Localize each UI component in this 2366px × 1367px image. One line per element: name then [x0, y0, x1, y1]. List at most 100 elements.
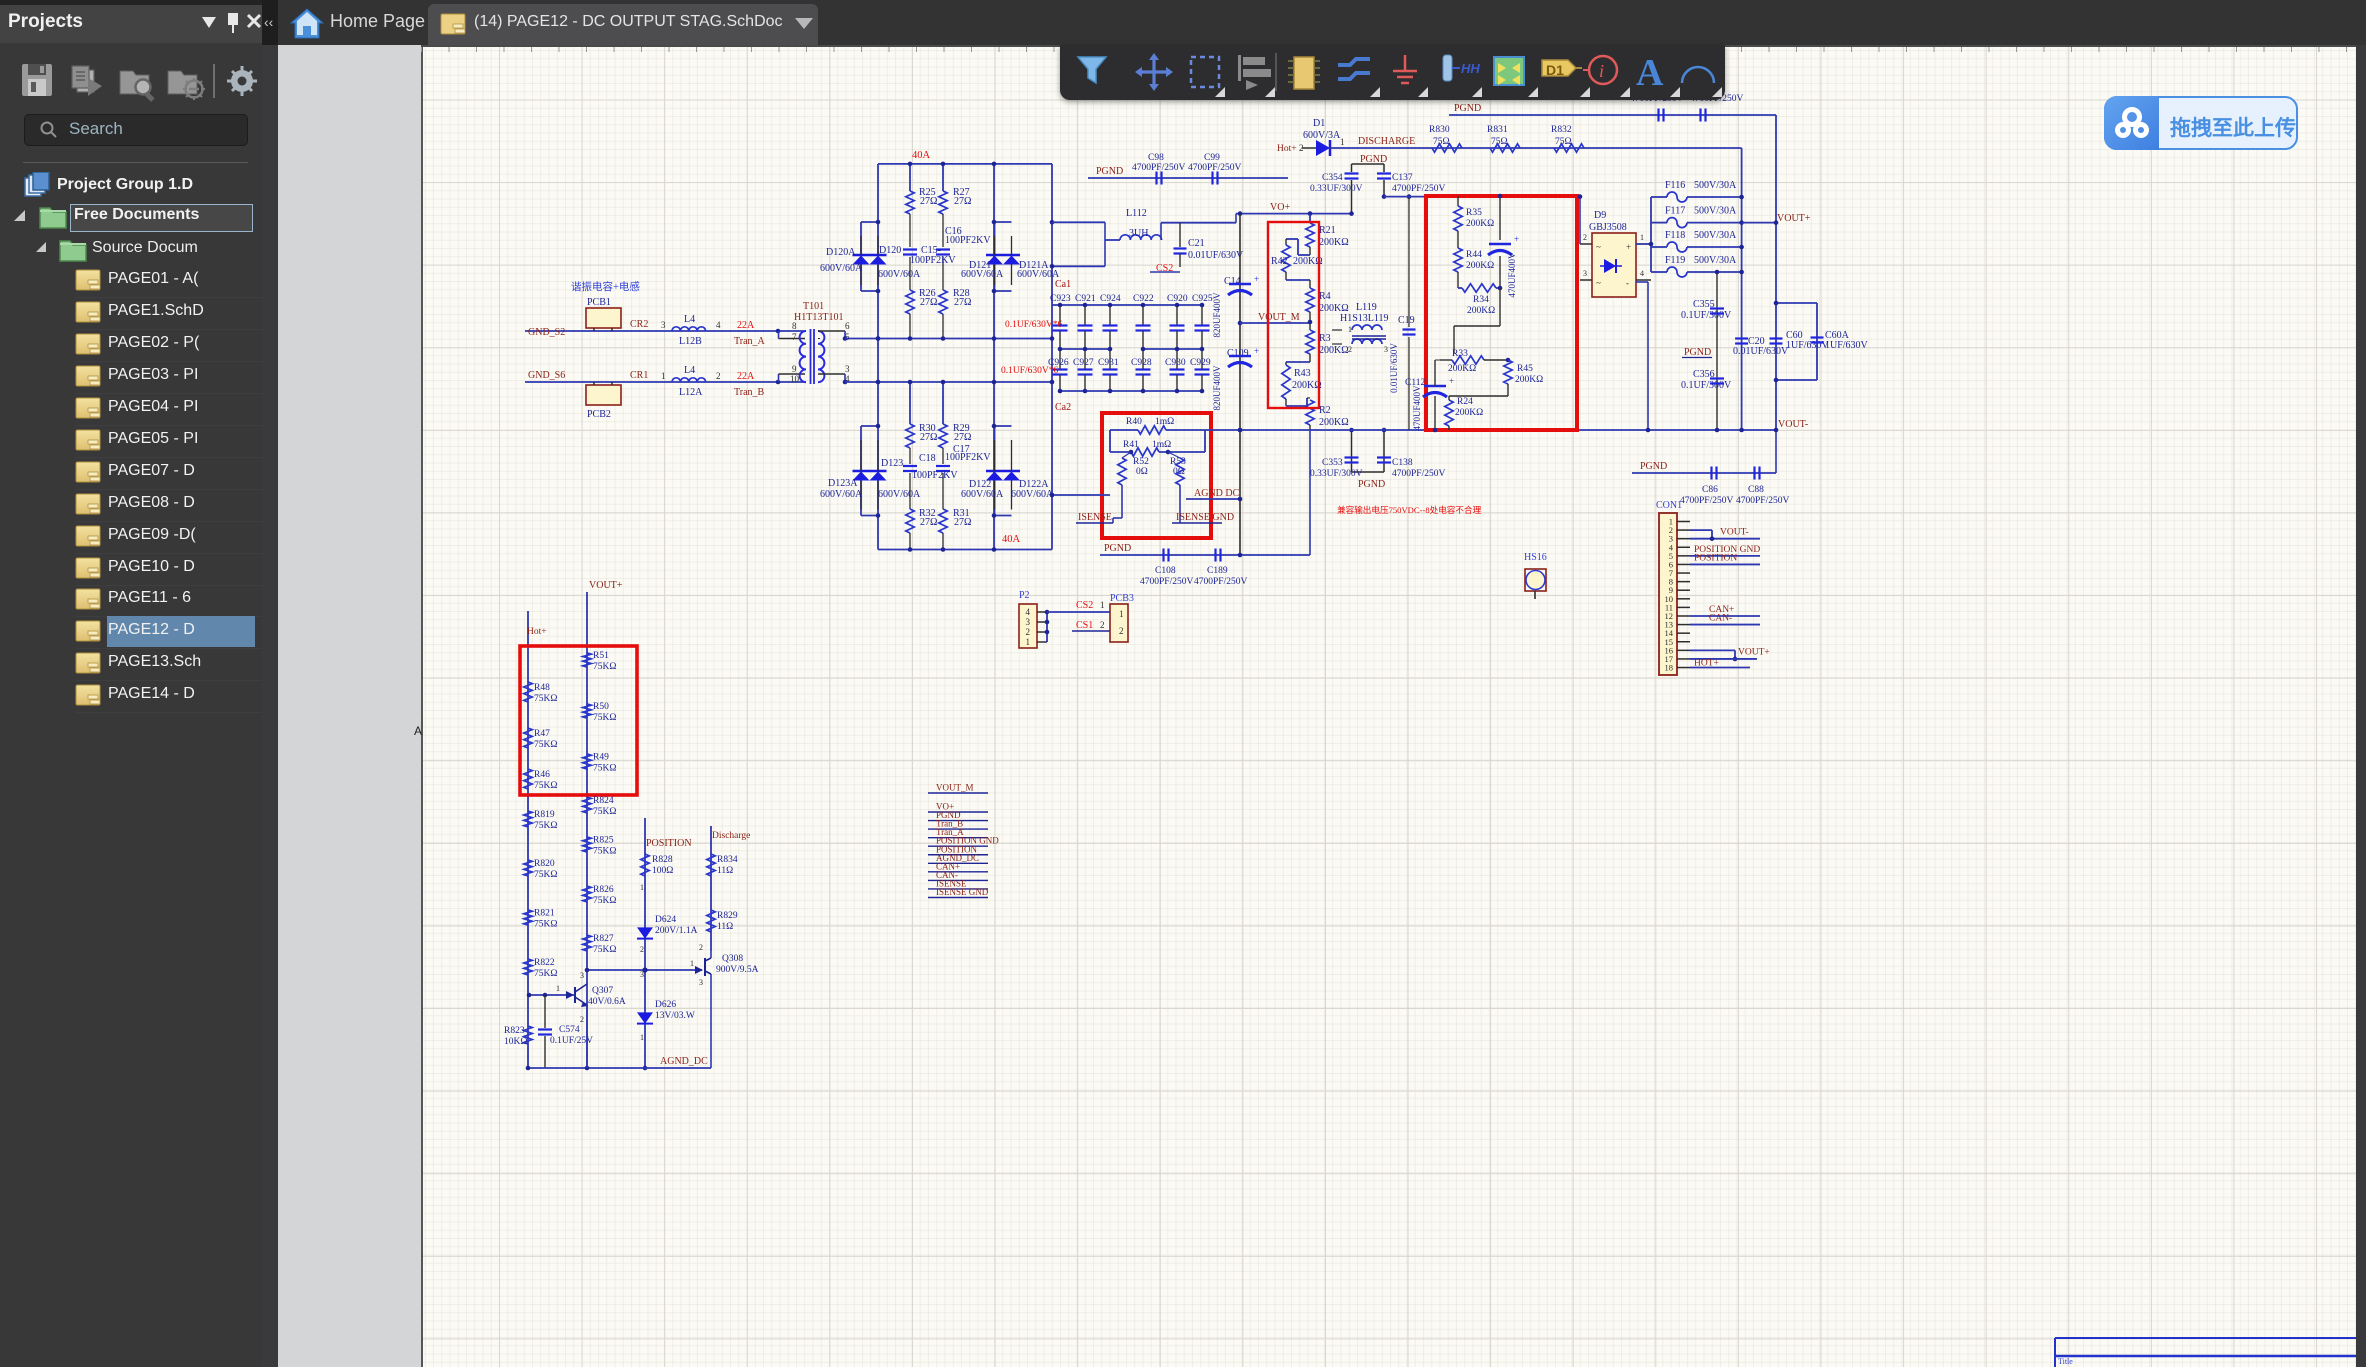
svg-text:4700PF/250V: 4700PF/250V [1680, 496, 1733, 506]
svg-text:27Ω: 27Ω [920, 196, 937, 207]
svg-text:R819: R819 [534, 810, 555, 820]
svg-text:Tran_A: Tran_A [936, 827, 964, 837]
svg-text:R4: R4 [1319, 291, 1331, 302]
svg-text:600V/3A: 600V/3A [1303, 130, 1341, 141]
svg-text:600V/60A: 600V/60A [1017, 269, 1060, 280]
svg-text:C112: C112 [1405, 378, 1425, 388]
svg-text:D121: D121 [969, 260, 991, 271]
svg-text:L112: L112 [1126, 208, 1147, 219]
svg-text:2: 2 [1026, 627, 1031, 637]
svg-text:C189: C189 [1207, 566, 1228, 576]
svg-text:VOUT+: VOUT+ [1738, 647, 1770, 657]
svg-text:75KΩ: 75KΩ [593, 847, 616, 857]
svg-text:C19: C19 [1398, 315, 1415, 326]
svg-text:C353: C353 [1322, 458, 1343, 468]
svg-text:F119: F119 [1665, 255, 1685, 266]
svg-text:820UF400V: 820UF400V [1212, 365, 1222, 411]
svg-text:HS16: HS16 [1524, 552, 1547, 563]
svg-text:0.01UF/630V: 0.01UF/630V [1733, 346, 1789, 357]
svg-text:0.01UF/630V: 0.01UF/630V [1188, 250, 1244, 261]
svg-text:0.01UF/630V: 0.01UF/630V [1389, 343, 1399, 393]
svg-text:R31: R31 [953, 508, 970, 519]
svg-text:兼容输出电压750VDC--8处电容不合理: 兼容输出电压750VDC--8处电容不合理 [1337, 504, 1482, 515]
svg-text:CS1: CS1 [1076, 620, 1093, 631]
svg-text:R30: R30 [919, 423, 936, 434]
svg-text:VOUT-: VOUT- [1720, 528, 1749, 538]
svg-text:75KΩ: 75KΩ [593, 764, 616, 774]
svg-text:470UF400V: 470UF400V [1412, 385, 1422, 431]
svg-text:R32: R32 [919, 508, 936, 519]
svg-text:ISENSE GND: ISENSE GND [1176, 512, 1234, 523]
svg-text:C138: C138 [1392, 458, 1413, 468]
svg-text:D1: D1 [1313, 118, 1325, 129]
svg-text:Q307: Q307 [592, 986, 613, 996]
svg-text:GND_S2: GND_S2 [528, 327, 565, 338]
svg-text:R27: R27 [953, 187, 970, 198]
svg-text:ISENSE GND: ISENSE GND [936, 887, 989, 897]
svg-text:2: 2 [699, 943, 703, 952]
svg-text:HOT+: HOT+ [1694, 659, 1719, 669]
svg-text:13: 13 [1665, 620, 1674, 630]
svg-text:C574: C574 [559, 1025, 580, 1035]
svg-text:D122A: D122A [1019, 479, 1049, 490]
svg-text:4700PF/250V: 4700PF/250V [1132, 163, 1185, 173]
svg-text:R829: R829 [717, 911, 738, 921]
svg-text:10: 10 [1665, 594, 1674, 604]
svg-text:0.1UF/300V: 0.1UF/300V [1681, 310, 1732, 321]
svg-text:R42: R42 [1271, 256, 1288, 267]
svg-text:2: 2 [1299, 143, 1304, 153]
svg-text:R823: R823 [504, 1026, 525, 1036]
svg-text:C922: C922 [1133, 294, 1154, 304]
svg-text:75KΩ: 75KΩ [534, 920, 557, 930]
svg-text:D121A: D121A [1019, 260, 1049, 271]
svg-text:C355: C355 [1693, 299, 1715, 310]
svg-text:200KΩ: 200KΩ [1448, 364, 1476, 374]
svg-text:CAN+: CAN+ [1709, 605, 1734, 615]
svg-text:R50: R50 [593, 702, 609, 712]
svg-text:1: 1 [1340, 137, 1345, 147]
svg-text:R821: R821 [534, 909, 555, 919]
svg-text:2: 2 [1100, 620, 1105, 630]
svg-text:75KΩ: 75KΩ [593, 662, 616, 672]
svg-text:75Ω: 75Ω [1491, 137, 1508, 147]
svg-text:75KΩ: 75KΩ [534, 870, 557, 880]
svg-text:+: + [1514, 234, 1519, 244]
svg-text:C920: C920 [1167, 294, 1188, 304]
svg-text:ISENSE: ISENSE [1078, 512, 1112, 523]
svg-text:0.1UF/300V: 0.1UF/300V [1681, 380, 1732, 391]
svg-text:Hot+: Hot+ [527, 627, 547, 637]
svg-text:L12A: L12A [679, 387, 703, 398]
svg-text:C98: C98 [1148, 153, 1164, 163]
svg-text:R832: R832 [1551, 125, 1572, 135]
svg-text:C927: C927 [1073, 358, 1094, 368]
svg-text:D624: D624 [655, 915, 676, 925]
svg-text:1: 1 [661, 371, 666, 381]
svg-text:C929: C929 [1190, 358, 1211, 368]
svg-text:2: 2 [1583, 233, 1587, 242]
svg-text:R43: R43 [1294, 368, 1311, 379]
svg-text:75KΩ: 75KΩ [534, 821, 557, 831]
svg-text:L4: L4 [684, 314, 695, 325]
svg-text:C14: C14 [1224, 276, 1241, 287]
svg-text:VOUT+: VOUT+ [1777, 213, 1811, 224]
svg-text:3: 3 [640, 970, 644, 979]
svg-text:3: 3 [845, 364, 850, 374]
svg-text:R824: R824 [593, 796, 614, 806]
svg-text:POSITION GND: POSITION GND [1694, 545, 1760, 555]
svg-text:PGND: PGND [1684, 347, 1711, 358]
svg-text:L4: L4 [684, 365, 695, 376]
svg-text:Tran_B: Tran_B [734, 387, 765, 398]
svg-text:PGND: PGND [1360, 154, 1387, 165]
svg-text:9: 9 [792, 364, 797, 374]
svg-text:2: 2 [580, 1015, 584, 1024]
svg-text:75KΩ: 75KΩ [593, 896, 616, 906]
svg-text:C931: C931 [1098, 358, 1119, 368]
svg-text:1: 1 [1348, 325, 1352, 334]
svg-text:200KΩ: 200KΩ [1319, 417, 1349, 428]
svg-text:R33: R33 [1452, 349, 1468, 359]
svg-text:6: 6 [1669, 559, 1673, 569]
svg-text:VOUT+: VOUT+ [589, 580, 623, 591]
svg-text:3: 3 [1583, 269, 1587, 278]
svg-text:VO+: VO+ [936, 802, 954, 812]
svg-text:Hot+: Hot+ [1277, 144, 1297, 154]
